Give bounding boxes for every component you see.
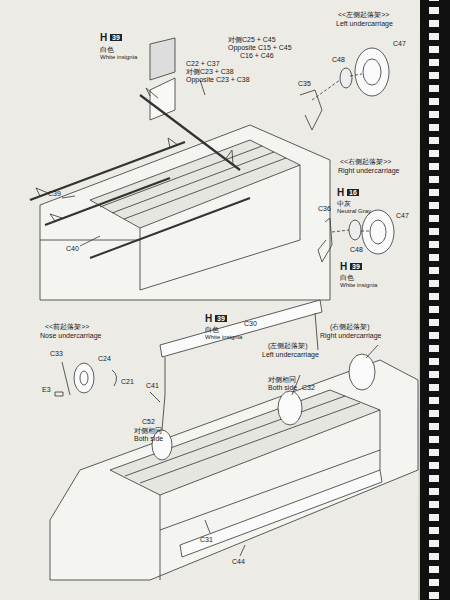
part-label: Both side	[268, 384, 297, 391]
part-label: 中灰	[337, 200, 351, 207]
part-label: 对侧相同	[134, 427, 162, 434]
part-label: (右侧起落架)	[330, 323, 370, 330]
part-label: 对侧相同	[268, 376, 296, 383]
part-label: 白色	[205, 326, 219, 333]
part-label: Right undercarriage	[338, 167, 399, 174]
callout-number: C44	[232, 558, 245, 565]
part-label: 白色	[340, 274, 354, 281]
callout-number: C33	[50, 350, 63, 357]
callout-number: C48	[332, 56, 345, 63]
part-label: Neutral Gray	[337, 208, 371, 214]
part-label: <<右侧起落架>>	[340, 158, 391, 165]
callout-number: C47	[396, 212, 409, 219]
paint-code: 16	[347, 189, 359, 196]
callout-number: C39	[48, 190, 61, 197]
callout-number: C30	[244, 320, 257, 327]
paint-code: 39	[215, 315, 227, 322]
part-label: <<前起落架>>	[45, 323, 89, 330]
part-label: 白色	[100, 46, 114, 53]
callout-number: C36	[318, 205, 331, 212]
part-label: White insignia	[340, 282, 377, 288]
part-label: <<左侧起落架>>	[338, 11, 389, 18]
callout-number: C31	[200, 536, 213, 543]
part-label: Nose undercarriage	[40, 332, 101, 339]
callout-number: C47	[393, 40, 406, 47]
part-label: H	[100, 33, 107, 44]
paint-code: 39	[110, 34, 122, 41]
part-label: 对侧C25 + C45	[228, 36, 276, 43]
callout-number: C32	[302, 384, 315, 391]
callout-number: C48	[350, 246, 363, 253]
part-label: Opposite C15 + C45	[228, 44, 292, 51]
part-label: H	[337, 188, 344, 199]
part-label: Right undercarriage	[320, 332, 381, 339]
callout-number: C40	[66, 245, 79, 252]
callout-number: C41	[146, 382, 159, 389]
part-label: H	[205, 314, 212, 325]
paper	[0, 0, 420, 600]
part-label: 对侧C23 + C38	[186, 68, 234, 75]
callout-number: C22 + C37	[186, 60, 220, 67]
part-label: Opposite C23 + C38	[186, 76, 250, 83]
part-label: (左侧起落架)	[268, 342, 308, 349]
part-label: Left undercarriage	[262, 351, 319, 358]
callout-number: E3	[42, 386, 51, 393]
spiral-binding	[420, 0, 450, 600]
part-label: White insignia	[205, 334, 242, 340]
part-label: Both side	[134, 435, 163, 442]
callout-number: C16 + C46	[240, 52, 274, 59]
paint-code: 39	[350, 263, 362, 270]
part-label: Left undercarriage	[336, 20, 393, 27]
part-label: White insignia	[100, 54, 137, 60]
callout-number: C21	[121, 378, 134, 385]
callout-number: C24	[98, 355, 111, 362]
callout-number: C52	[142, 418, 155, 425]
part-label: H	[340, 262, 347, 273]
callout-number: C35	[298, 80, 311, 87]
